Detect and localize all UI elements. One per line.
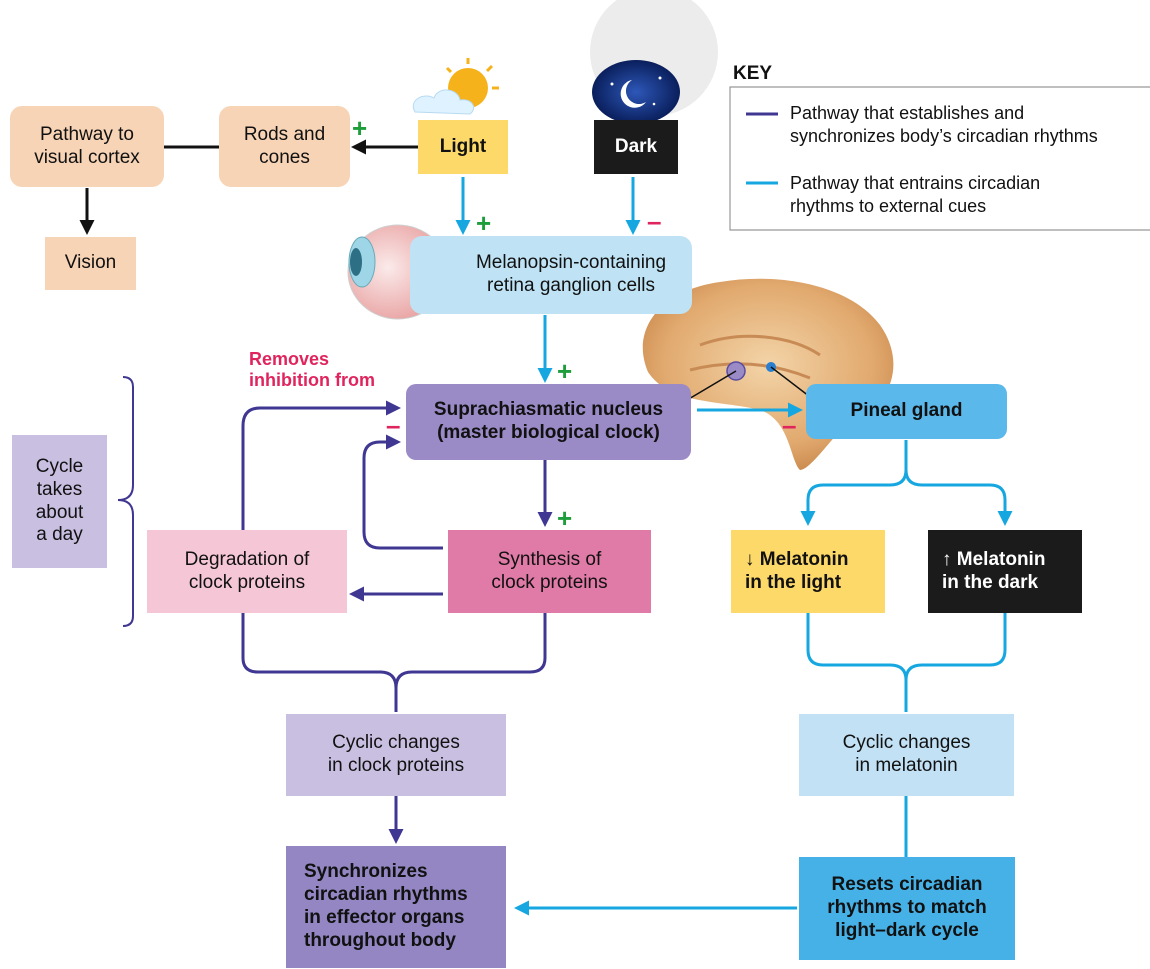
pineal-gland-label: Pineal gland: [850, 400, 963, 422]
plus-sign-synthesis: +: [557, 503, 573, 533]
pathway-to-visual-cortex-box: Pathway to visual cortex: [10, 106, 164, 187]
melatonin-dark-box: ↑ Melatonin in the dark: [928, 530, 1082, 613]
key-title: KEY: [733, 63, 773, 84]
light-label: Light: [439, 135, 487, 157]
cycle-label: Cycle takes about a day: [35, 455, 84, 546]
moon-night-icon: [590, 0, 718, 124]
rods-cones-label: Rods and cones: [243, 123, 326, 168]
key-blue-label: Pathway that entrains circadian rhythms …: [790, 173, 1041, 216]
plus-sign-light: +: [476, 208, 492, 238]
scn-box: Suprachiasmatic nucleus (master biologic…: [406, 384, 691, 460]
cyclic-melatonin-box: Cyclic changes in melatonin: [799, 714, 1014, 796]
arrow-pineal-to-mel-light: [800, 440, 908, 526]
melatonin-light-box: ↓ Melatonin in the light: [731, 530, 885, 613]
pathway-to-visual-cortex-label: Pathway to visual cortex: [34, 123, 140, 168]
arrow-degradation-to-scn: [241, 400, 401, 530]
arrow-synthesis-feedback: [362, 434, 443, 550]
cycle-brace: [117, 376, 134, 627]
cyclic-melatonin-label: Cyclic changes in melatonin: [842, 732, 971, 776]
key-purple-label: Pathway that establishes and synchronize…: [790, 103, 1098, 146]
resets-label: Resets circadian rhythms to match light–…: [827, 874, 987, 941]
dark-label: Dark: [614, 135, 658, 157]
synthesis-label: Synthesis of clock proteins: [491, 548, 608, 593]
cyclic-clock-box: Cyclic changes in clock proteins: [286, 714, 506, 796]
minus-sign-scn: –: [386, 410, 401, 440]
minus-sign-pineal: –: [782, 410, 797, 440]
vision-label: Vision: [64, 252, 117, 274]
degradation-label: Degradation of clock proteins: [184, 548, 310, 593]
dark-box: Dark: [594, 120, 678, 174]
rods-cones-box: Rods and cones: [219, 106, 350, 187]
arrow-pineal-to-mel-dark: [904, 469, 1013, 526]
melatonin-dark-label: ↑ Melatonin in the dark: [942, 548, 1046, 593]
sun-cloud-icon: [405, 48, 507, 120]
melanopsin-label: Melanopsin-containing retina ganglion ce…: [475, 252, 667, 296]
plus-sign-rods: +: [352, 113, 368, 143]
synchronizes-label: Synchronizes circadian rhythms in effect…: [304, 861, 468, 951]
resets-box: Resets circadian rhythms to match light–…: [799, 857, 1015, 960]
synthesis-box: Synthesis of clock proteins: [448, 530, 651, 613]
melatonin-light-label: ↓ Melatonin in the light: [745, 548, 849, 593]
vision-box: Vision: [45, 237, 136, 290]
synchronizes-box: Synchronizes circadian rhythms in effect…: [286, 846, 506, 968]
melanopsin-box: Melanopsin-containing retina ganglion ce…: [410, 236, 692, 314]
degradation-box: Degradation of clock proteins: [147, 530, 347, 613]
cyclic-clock-label: Cyclic changes in clock proteins: [327, 732, 465, 776]
removes-inhibition-label: Removes inhibition from: [249, 349, 375, 390]
key-frame: [729, 86, 1150, 231]
merge-clock-proteins: [241, 613, 547, 712]
minus-sign-dark: –: [647, 206, 662, 236]
cycle-box: Cycle takes about a day: [12, 435, 107, 568]
scn-label: Suprachiasmatic nucleus (master biologic…: [433, 399, 664, 443]
light-box: Light: [418, 120, 508, 174]
pineal-gland-box: Pineal gland: [806, 384, 1007, 439]
plus-sign-scn: +: [557, 356, 573, 386]
merge-melatonin: [806, 613, 1007, 712]
